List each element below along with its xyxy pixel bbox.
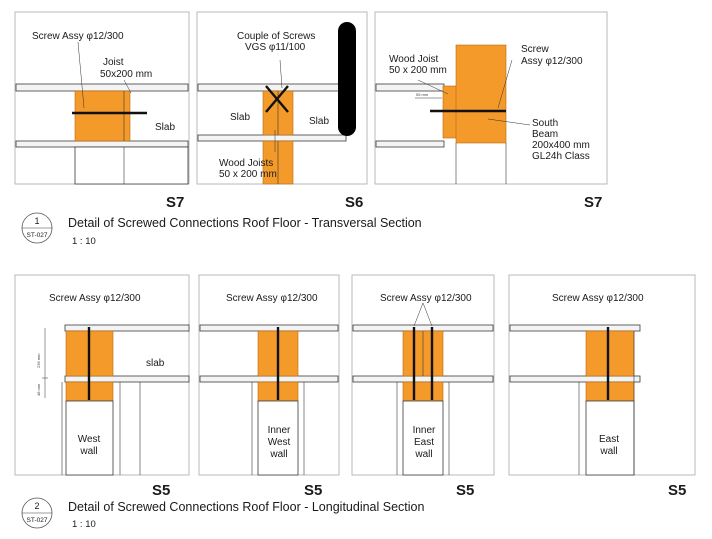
top-panel-s6: Couple of Screws VGS φ11/100 Slab Slab W… bbox=[196, 11, 368, 185]
dimension-top: 236 mm bbox=[36, 353, 41, 368]
wall-body bbox=[257, 400, 299, 476]
screw-label: Screw Assy φ12/300 bbox=[49, 293, 141, 304]
wall-label-2: wall bbox=[79, 446, 97, 457]
slab-top-layer bbox=[199, 324, 339, 332]
detail-title: Detail of Screwed Connections Roof Floor… bbox=[68, 500, 424, 514]
slab-bottom-layer bbox=[509, 375, 641, 383]
screw-label: Screw Assy φ12/300 bbox=[380, 293, 472, 304]
detail-number: 1 bbox=[34, 216, 39, 226]
joist-leader bbox=[123, 79, 132, 94]
detail-scale: 1 : 10 bbox=[72, 236, 96, 247]
wall-label-1: West bbox=[78, 434, 101, 445]
joist-leader bbox=[417, 79, 449, 95]
wall-body bbox=[65, 400, 114, 476]
slab-bottom-layer bbox=[64, 375, 190, 383]
joist-label: Wood Joist bbox=[389, 54, 439, 65]
section-marker-s5-inner-east: S5 bbox=[456, 482, 474, 499]
wall-label-2: West bbox=[268, 437, 291, 448]
slab-top-layer bbox=[509, 324, 641, 332]
beam-label-2: Beam bbox=[532, 129, 558, 140]
wall-block bbox=[74, 146, 189, 185]
wood-plate bbox=[585, 381, 635, 402]
dimension-label: 55 mm bbox=[416, 92, 429, 97]
screw-b bbox=[265, 85, 289, 113]
bottom-panel-inner-east-wall: Screw Assy φ12/300 Inner East wall bbox=[351, 274, 495, 476]
wall-label-1: Inner bbox=[413, 425, 436, 436]
slab-top-layer bbox=[352, 324, 494, 332]
joists-label: Wood Joists bbox=[219, 158, 273, 169]
slab-label: Slab bbox=[155, 122, 175, 133]
wall-label-3: wall bbox=[414, 449, 432, 460]
wall-label-2: wall bbox=[599, 446, 617, 457]
beam-leader bbox=[487, 118, 531, 126]
screw-label: Screw Assy φ12/300 bbox=[552, 293, 644, 304]
detail-scale: 1 : 10 bbox=[72, 519, 96, 530]
south-beam bbox=[455, 44, 507, 144]
wall-label-1: Inner bbox=[268, 425, 291, 436]
wall-label-2: East bbox=[414, 437, 434, 448]
joist-dimension-label: 50 x 200 mm bbox=[389, 65, 447, 76]
wood-plate bbox=[402, 381, 444, 402]
screw-leader-right bbox=[422, 302, 433, 327]
screws-label: Couple of Screws bbox=[237, 31, 315, 42]
screw-label: Screw Assy φ12/300 bbox=[226, 293, 318, 304]
screw-label: Screw bbox=[521, 44, 550, 55]
slab-right-label: Slab bbox=[309, 116, 329, 127]
dimension-bottom: 48 mm bbox=[36, 383, 41, 396]
top-panel-s7-left: Screw Assy φ12/300 Joist 50x200 mm Slab bbox=[14, 11, 190, 185]
bottom-panel-west-wall: 236 mm 48 mm Screw Assy φ12/300 slab Wes… bbox=[14, 274, 190, 476]
wall-label-1: East bbox=[599, 434, 619, 445]
sheet-reference: ST-027 bbox=[27, 232, 48, 239]
section-marker-s5-inner-west: S5 bbox=[304, 482, 322, 499]
section-marker-s7-left: S7 bbox=[166, 194, 184, 211]
wall-body bbox=[585, 400, 635, 476]
wall-body bbox=[402, 400, 444, 476]
section-marker-s7-right: S7 bbox=[584, 194, 602, 211]
detail-2-title-block: 2 ST-027 Detail of Screwed Connections R… bbox=[21, 497, 424, 530]
beam-label-3: 200x400 mm bbox=[532, 140, 590, 151]
slab-top-layer bbox=[64, 324, 190, 332]
slab-left-label: Slab bbox=[230, 112, 250, 123]
detail-title: Detail of Screwed Connections Roof Floor… bbox=[68, 216, 422, 230]
top-panel-s7-right: Wood Joist 50 x 200 mm 55 mm Screw Assy … bbox=[374, 11, 608, 185]
screws-spec-label: VGS φ11/100 bbox=[245, 42, 306, 53]
slab-bottom-layer bbox=[15, 140, 189, 148]
beam-label-1: South bbox=[532, 118, 558, 129]
joist-label: Joist bbox=[103, 57, 124, 68]
screw-leader bbox=[77, 41, 85, 109]
beam-label-4: GL24h Class bbox=[532, 151, 590, 162]
slab-bottom-layer bbox=[375, 140, 445, 148]
wall-label-3: wall bbox=[269, 449, 287, 460]
section-marker-s5-west: S5 bbox=[152, 482, 170, 499]
detail-number: 2 bbox=[34, 501, 39, 511]
sheet-reference: ST-027 bbox=[27, 517, 48, 524]
wood-beam bbox=[585, 330, 635, 377]
detail-1-title-block: 1 ST-027 Detail of Screwed Connections R… bbox=[21, 212, 422, 247]
slab-bottom-layer bbox=[352, 375, 494, 383]
screws-leader bbox=[279, 59, 283, 89]
screw-leader bbox=[497, 59, 513, 109]
slab-bottom-layer bbox=[199, 375, 339, 383]
bottom-panel-inner-west-wall: Screw Assy φ12/300 Inner West wall bbox=[198, 274, 340, 476]
screw-spec-label: Assy φ12/300 bbox=[521, 56, 583, 67]
slab-top-layer bbox=[15, 83, 189, 92]
bottom-panel-east-wall: Screw Assy φ12/300 East wall bbox=[508, 274, 696, 476]
joist-dimension-label: 50x200 mm bbox=[100, 69, 152, 80]
section-marker-s5-east: S5 bbox=[668, 482, 686, 499]
black-element bbox=[338, 22, 356, 136]
screw-leader-left bbox=[413, 302, 424, 327]
slab-top-layer bbox=[197, 83, 347, 92]
screw-label: Screw Assy φ12/300 bbox=[32, 31, 124, 42]
wood-joist bbox=[74, 90, 131, 142]
slab-bottom-layer bbox=[197, 134, 347, 142]
slab-label: slab bbox=[146, 358, 165, 369]
joists-dimension-label: 50 x 200 mm bbox=[219, 169, 277, 180]
section-marker-s6: S6 bbox=[345, 194, 363, 211]
